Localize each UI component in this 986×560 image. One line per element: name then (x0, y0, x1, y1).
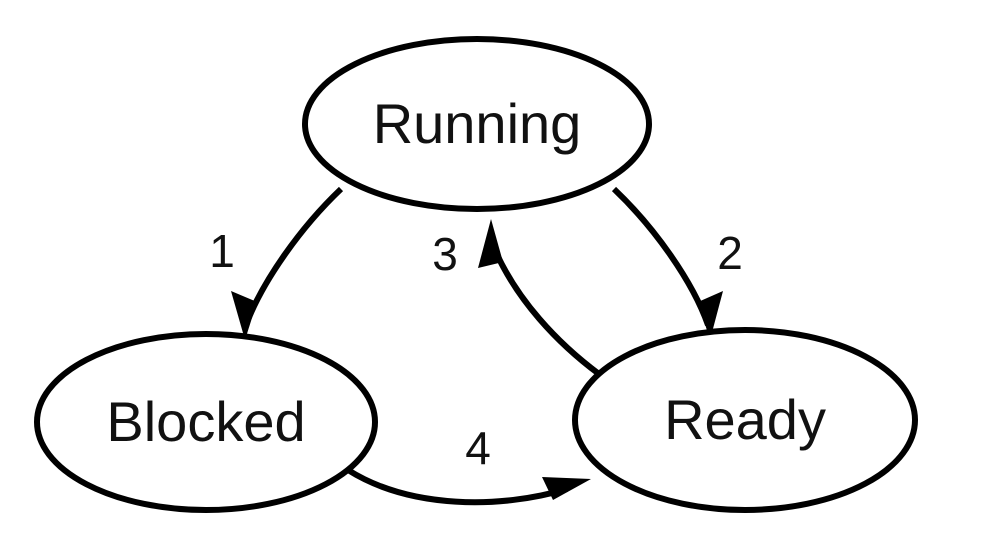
state-node-blocked[interactable]: Blocked (34, 331, 378, 513)
transition-4-arrowhead (542, 477, 591, 500)
transition-2-group[interactable]: 2 (611, 186, 743, 340)
state-blocked-ellipse (34, 331, 378, 513)
state-node-running[interactable]: Running (302, 36, 652, 212)
state-ready-ellipse (572, 327, 918, 513)
state-ready-label: Ready (664, 388, 826, 451)
transition-3-label: 3 (432, 228, 458, 280)
transition-4-path (346, 467, 568, 506)
transition-2-arrowhead (698, 291, 723, 340)
transition-1-path (243, 186, 344, 327)
state-running-label: Running (373, 92, 582, 155)
transition-1-group[interactable]: 1 (209, 186, 344, 340)
state-running-ellipse (302, 36, 652, 212)
transition-1-label: 1 (209, 225, 235, 277)
transition-4-group[interactable]: 4 (346, 422, 591, 506)
transition-2-label: 2 (717, 227, 743, 279)
transition-3-group[interactable]: 3 (432, 219, 601, 377)
transition-1-arrowhead (231, 291, 257, 340)
transition-2-path (611, 186, 711, 326)
transition-3-arrowhead (478, 219, 503, 268)
transition-4-label: 4 (465, 422, 491, 474)
state-node-ready[interactable]: Ready (572, 327, 918, 513)
state-blocked-label: Blocked (106, 390, 305, 453)
transition-3-path (489, 241, 601, 377)
